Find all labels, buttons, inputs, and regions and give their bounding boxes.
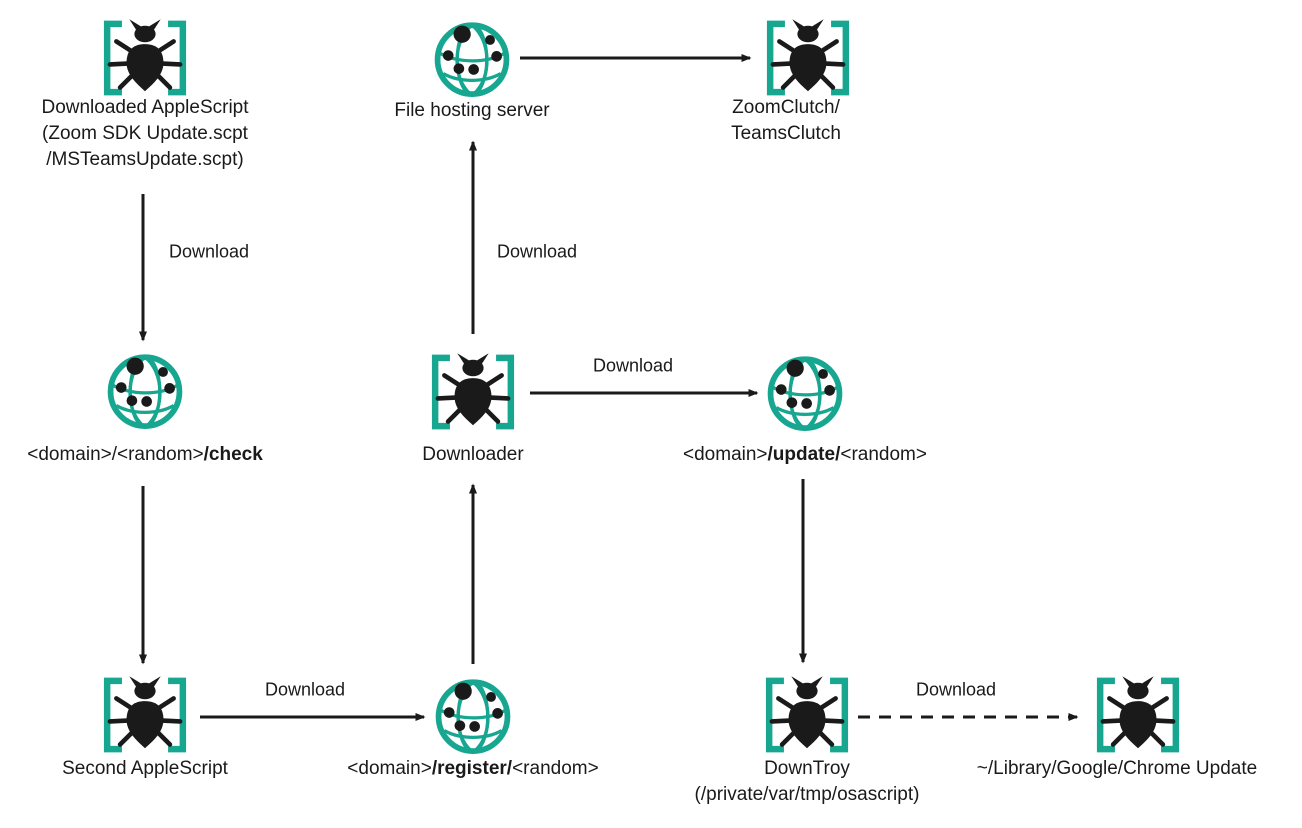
label-line: TeamsClutch xyxy=(731,123,841,144)
node-label-downloaded-applescript: Downloaded AppleScript (Zoom SDK Update.s… xyxy=(41,95,248,173)
node-second-applescript xyxy=(97,674,193,756)
globe-network-icon xyxy=(104,349,186,431)
label-line: <domain>/register/<random> xyxy=(347,758,599,779)
node-label-chrome-update: ~/Library/Google/Chrome Update xyxy=(977,756,1257,782)
node-label-check-endpoint: <domain>/<random>/check xyxy=(27,442,263,468)
node-label-downtroy: DownTroy (/private/var/tmp/osascript) xyxy=(695,756,920,808)
node-label-downloader: Downloader xyxy=(422,442,523,468)
label-line: <domain>/update/<random> xyxy=(683,444,927,465)
label-line: (/private/var/tmp/osascript) xyxy=(694,784,920,805)
edge-label-downtroy-to-chrome: Download xyxy=(915,679,997,700)
node-chrome-update xyxy=(1090,674,1186,756)
edge-label-second-to-register: Download xyxy=(264,679,346,700)
edge-label-applescript-to-check: Download xyxy=(168,241,250,262)
label-line: Downloader xyxy=(422,444,524,465)
bug-in-brackets-icon xyxy=(760,17,856,99)
label-line: /MSTeamsUpdate.scpt) xyxy=(46,149,244,170)
node-check-endpoint xyxy=(104,349,186,431)
node-label-zoomclutch-teamsclutch: ZoomClutch/TeamsClutch xyxy=(731,95,841,147)
bug-in-brackets-icon xyxy=(425,351,521,433)
node-file-hosting-server xyxy=(431,17,513,99)
edge-label-downloader-to-filehost: Download xyxy=(496,241,578,262)
label-line: ~/Library/Google/Chrome Update xyxy=(976,758,1258,779)
bug-in-brackets-icon xyxy=(97,17,193,99)
node-downloader xyxy=(425,351,521,433)
node-label-register-endpoint: <domain>/register/<random> xyxy=(347,756,598,782)
node-zoomclutch-teamsclutch xyxy=(760,17,856,99)
bug-in-brackets-icon xyxy=(97,674,193,756)
label-line: File hosting server xyxy=(394,100,550,121)
globe-network-icon xyxy=(764,351,846,433)
globe-network-icon xyxy=(431,17,513,99)
node-label-update-endpoint: <domain>/update/<random> xyxy=(683,442,927,468)
label-line: DownTroy xyxy=(764,758,850,779)
label-line: (Zoom SDK Update.scpt xyxy=(42,123,248,144)
bug-in-brackets-icon xyxy=(759,674,855,756)
node-update-endpoint xyxy=(764,351,846,433)
node-label-file-hosting-server: File hosting server xyxy=(394,98,549,124)
edge-label-downloader-to-update: Download xyxy=(592,355,674,376)
label-line: ZoomClutch/ xyxy=(732,97,840,118)
node-downloaded-applescript xyxy=(97,17,193,99)
label-line: Second AppleScript xyxy=(62,758,228,779)
label-line: <domain>/<random>/check xyxy=(27,444,263,465)
node-register-endpoint xyxy=(432,674,514,756)
bug-in-brackets-icon xyxy=(1090,674,1186,756)
node-label-second-applescript: Second AppleScript xyxy=(62,756,228,782)
node-downtroy xyxy=(759,674,855,756)
label-line: Downloaded AppleScript xyxy=(41,97,249,118)
globe-network-icon xyxy=(432,674,514,756)
